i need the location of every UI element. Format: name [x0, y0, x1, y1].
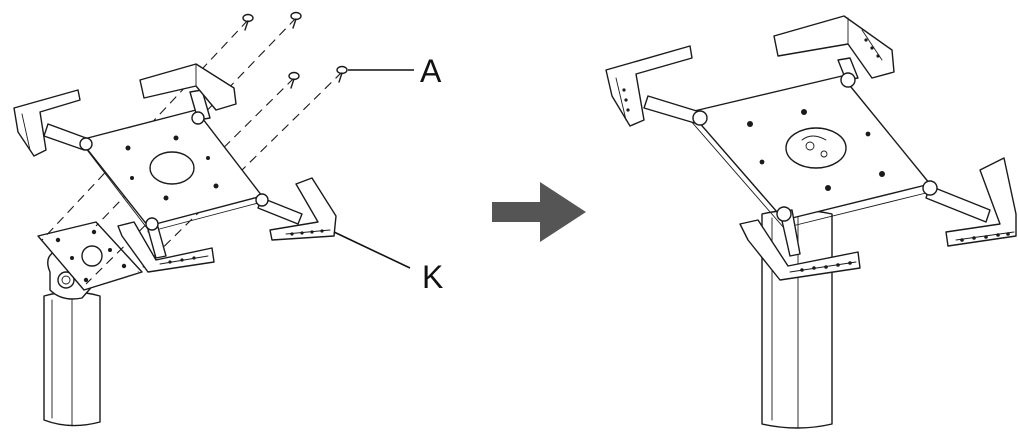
assembled-view	[605, 15, 1017, 429]
callout-k: K	[333, 231, 443, 295]
right-holder-plate	[689, 75, 931, 229]
label-k: K	[422, 259, 443, 295]
callout-a: A	[348, 53, 442, 89]
screw-2	[290, 11, 302, 29]
left-vesa-plate	[37, 221, 143, 291]
screw-3	[288, 71, 300, 89]
label-a: A	[420, 53, 442, 89]
screw-1	[242, 13, 254, 31]
left-arms	[13, 63, 337, 273]
left-pole	[43, 291, 101, 427]
screws	[242, 11, 348, 89]
right-arms	[605, 15, 1017, 281]
screw-4	[336, 65, 348, 83]
right-arrow-icon	[492, 182, 586, 242]
exploded-view: A K	[13, 11, 443, 427]
